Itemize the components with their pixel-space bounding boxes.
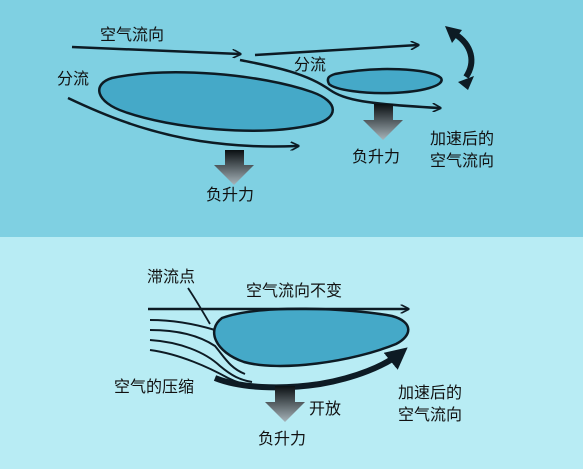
downforce-arrow-left: [214, 150, 254, 185]
label-split-flow-right: 分流: [294, 55, 326, 74]
rotation-arrow-head-bottom: [458, 76, 474, 90]
downforce-arrow-right: [363, 104, 403, 140]
label-accelerated-airflow-bottom-line2: 空气流向: [398, 405, 462, 424]
airflow-arrow-upper-right: [254, 45, 418, 57]
compression-streamline-3: [149, 339, 253, 383]
label-airflow-direction: 空气流向: [100, 25, 164, 44]
accelerated-flow-arrow-bottom: [213, 347, 408, 391]
rotation-arrow-head-top: [445, 26, 462, 43]
compression-streamline-2: [149, 329, 246, 375]
label-stagnation-point: 滞流点: [147, 267, 195, 286]
label-downforce-left: 负升力: [206, 185, 254, 204]
downforce-arrow-bottom: [265, 386, 305, 422]
label-opening: 开放: [309, 399, 341, 418]
label-accelerated-airflow-top-line1: 加速后的: [430, 129, 494, 148]
front-wing-airfoil: [98, 71, 334, 132]
label-air-compression: 空气的压缩: [114, 377, 194, 396]
rotation-arrow-curve: [453, 31, 475, 79]
label-downforce-bottom: 负升力: [258, 429, 306, 448]
label-airflow-unchanged: 空气流向不变: [246, 281, 342, 300]
label-split-flow-left: 分流: [57, 69, 89, 88]
stagnation-pointer: [187, 287, 211, 325]
label-accelerated-airflow-top-line2: 空气流向: [430, 151, 494, 170]
airflow-arrow-upper-left: [71, 45, 240, 54]
rear-wing-airfoil: [326, 67, 443, 95]
label-accelerated-airflow-bottom-line1: 加速后的: [398, 383, 462, 402]
underbody-flow-arrow: [67, 96, 298, 146]
compression-streamline-1: [149, 319, 216, 331]
label-downforce-right: 负升力: [352, 147, 400, 166]
